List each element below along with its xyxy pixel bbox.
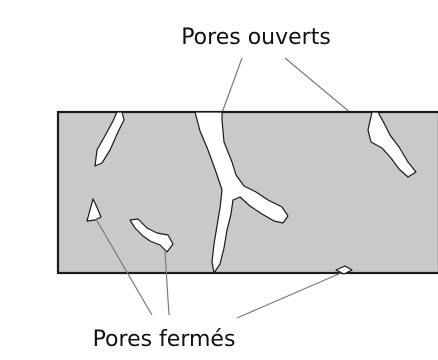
closed-pore-leader-line — [237, 273, 341, 318]
closed-pores-label: Pores fermés — [93, 327, 236, 352]
open-pores-label: Pores ouverts — [181, 25, 331, 50]
